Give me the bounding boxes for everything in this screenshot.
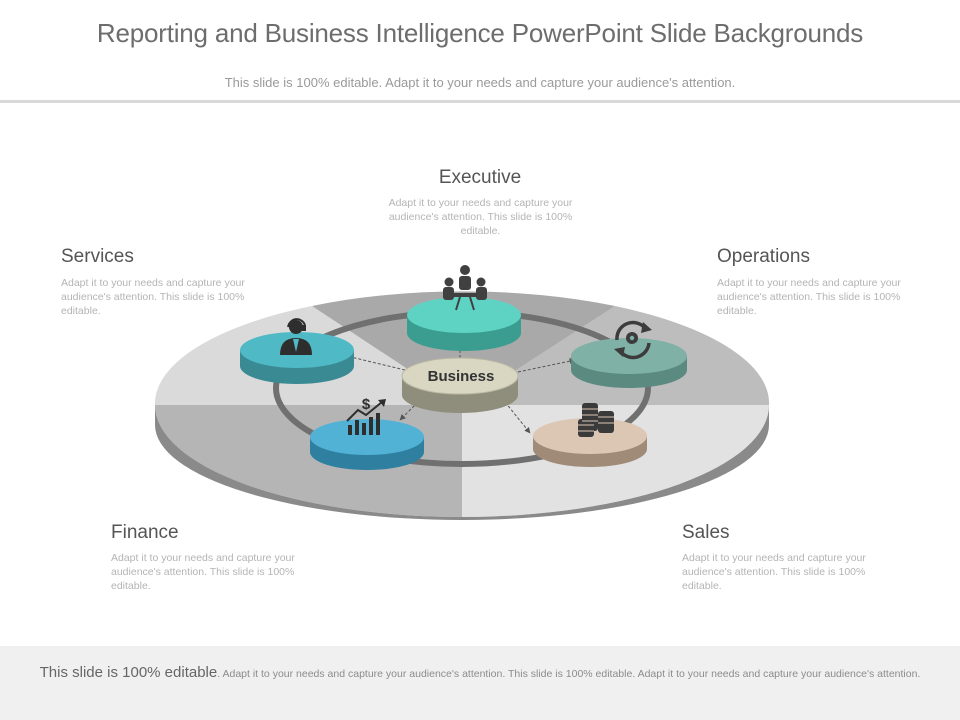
- footer-bar: This slide is 100% editable. Adapt it to…: [0, 646, 960, 720]
- services-description: Adapt it to your needs and capture your …: [61, 277, 245, 317]
- header-divider: [0, 100, 960, 103]
- footer-lead: This slide is 100% editable: [39, 664, 218, 681]
- slide-subtitle: This slide is 100% editable. Adapt it to…: [224, 75, 736, 90]
- support-agent-icon: [280, 318, 312, 355]
- center-disc: Business: [401, 357, 519, 413]
- arrow-to-sales: [504, 401, 531, 434]
- finance-chart-icon: $: [346, 396, 386, 435]
- footer-text: This slide is 100% editable. Adapt it to…: [30, 664, 930, 681]
- slide-title: Reporting and Business Intelligence Powe…: [96, 18, 864, 48]
- footer-body: . Adapt it to your needs and capture you…: [217, 668, 921, 680]
- operations-description: Adapt it to your needs and capture your …: [717, 277, 901, 317]
- meeting-icon: [443, 265, 487, 311]
- coin-stack-icon: [578, 403, 614, 437]
- sales-title: Sales: [682, 522, 730, 543]
- executive-title: Executive: [438, 167, 522, 188]
- executive-description: Adapt it to your needs and capture your …: [388, 197, 573, 237]
- finance-description: Adapt it to your needs and capture your …: [111, 552, 295, 592]
- disc-executive: [407, 297, 521, 351]
- services-title: Services: [61, 246, 134, 267]
- arrow-to-services: [329, 350, 406, 371]
- finance-title: Finance: [111, 522, 179, 543]
- gear-cycle-icon: [614, 320, 652, 360]
- disc-operations: [571, 338, 687, 388]
- disc-finance: [310, 419, 424, 470]
- sales-description: Adapt it to your needs and capture your …: [682, 552, 866, 592]
- svg-text:$: $: [362, 396, 371, 413]
- operations-title: Operations: [717, 246, 810, 267]
- center-label: Business: [428, 368, 495, 385]
